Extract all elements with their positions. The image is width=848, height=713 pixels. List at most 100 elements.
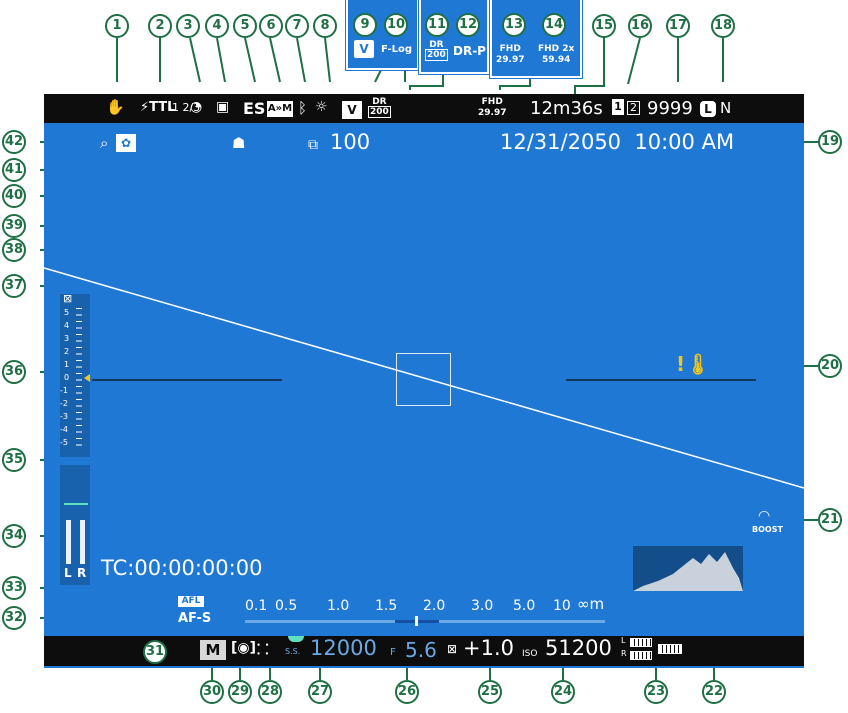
battery-grip-l-icon [630, 638, 652, 647]
exposure-ticks [76, 308, 82, 448]
callout-marker: 10 [384, 13, 408, 37]
frame-counter: 100 [330, 130, 371, 154]
focus-frame[interactable] [396, 353, 451, 406]
callout-marker: 16 [628, 14, 652, 38]
callout-marker: 14 [542, 13, 566, 37]
callout-marker: 29 [228, 680, 252, 704]
histogram-graph [633, 552, 743, 591]
callout-marker: 13 [502, 13, 526, 37]
iso-value[interactable]: 51200 [545, 636, 612, 660]
white-balance-icon: ⸬ [257, 642, 269, 658]
callout-marker: 6 [259, 14, 283, 38]
callout-marker: 32 [2, 606, 26, 630]
exposure-tick-label: -1 [60, 386, 68, 395]
callout-marker: 33 [2, 576, 26, 600]
remaining-time: 12m36s [530, 98, 603, 119]
metering-icon: [◉] [231, 640, 257, 656]
exposure-tick-label: 1 [64, 360, 70, 369]
af-c-custom-icon: ✿ [116, 134, 136, 152]
callout-marker: 42 [2, 130, 26, 154]
image-size-icon: L [700, 101, 716, 117]
callout-marker: 9 [353, 13, 377, 37]
callout-marker: 28 [258, 680, 282, 704]
callout-marker: 8 [313, 14, 337, 38]
audio-left-label: L [64, 566, 72, 580]
histogram [633, 546, 743, 591]
film-sim-v-icon: V [354, 40, 374, 58]
battery-r-label: R [621, 649, 627, 658]
shutter-speed[interactable]: 12000 [310, 636, 377, 660]
auto-manual-icon: A»M [267, 101, 293, 117]
callout-marker: 40 [2, 184, 26, 208]
callout-marker: 21 [818, 508, 842, 532]
callout-marker: 34 [2, 524, 26, 548]
aperture-f-label: F [390, 647, 396, 658]
callout-marker: 4 [205, 14, 229, 38]
afl-icon: AFL [178, 596, 204, 607]
shooting-mode: M [200, 640, 226, 660]
callout-marker: 41 [2, 158, 26, 182]
date-time: 12/31/2050 10:00 AM [500, 130, 735, 154]
distance-label: 10 [553, 598, 571, 614]
ss-label: S.S. [285, 647, 301, 656]
timecode: TC:00:00:00:00 [101, 556, 263, 580]
frame-counter-icon: ⧉ [308, 137, 318, 153]
focus-zoom-icon: ⌕ [100, 134, 109, 152]
remaining-shots: 9999 [647, 98, 693, 119]
exposure-tick-label: 4 [64, 321, 70, 330]
callout-marker: 12 [456, 13, 480, 37]
callout-marker: 37 [2, 274, 26, 298]
distance-label: 1.5 [375, 598, 398, 614]
callout-marker: 23 [644, 680, 668, 704]
distance-label: 0.1 [245, 598, 268, 614]
boost-icon: ◠ [758, 508, 771, 524]
is-mode-icon: ✋ [106, 98, 125, 116]
exposure-tick-label: 0 [64, 373, 70, 382]
callout-marker: 24 [551, 680, 575, 704]
callout-marker: 19 [818, 130, 842, 154]
focus-mode: AF-S [178, 611, 212, 626]
audio-level-right-bar [80, 520, 85, 564]
callout-marker: 22 [702, 680, 726, 704]
face-detection-icon: ☗ [232, 134, 246, 152]
callout-marker: 35 [2, 448, 26, 472]
bluetooth-icon: ᛒ [298, 99, 308, 117]
callout-marker: 15 [592, 14, 616, 38]
exposure-comp-icon: ⊠ [447, 642, 458, 656]
exposure-scale: 5 4 3 2 1 0 -1 -2 -3 -4 -5 [60, 308, 90, 456]
distance-scale: 0.1 0.5 1.0 1.5 2.0 3.0 5.0 10 ∞m [245, 595, 617, 634]
film-sim-icon: V [342, 101, 362, 119]
distance-label: 0.5 [275, 598, 298, 614]
image-quality: N [720, 99, 732, 117]
audio-peak-line [64, 503, 88, 505]
exposure-tick-label: -4 [60, 425, 68, 434]
flash-mode-icon: ⚡TTL [140, 100, 176, 115]
flash-comp: -1 2/3 [168, 101, 201, 114]
aperture[interactable]: 5.6 [405, 638, 437, 662]
temperature-icon: ☼ [315, 99, 328, 115]
callout-marker: 5 [233, 14, 257, 38]
card-slot-2-icon: 2 [627, 101, 640, 115]
exposure-tick-label: 3 [64, 334, 70, 343]
exposure-tick-label: -2 [60, 399, 68, 408]
distance-label: 1.0 [327, 598, 350, 614]
callout-marker: 25 [478, 680, 502, 704]
f-log-icon: F-Log [381, 44, 413, 55]
exposure-tick-label: -3 [60, 412, 68, 421]
card-slot-1-icon: 1 [612, 99, 624, 115]
distance-label: 5.0 [513, 598, 536, 614]
callout-marker: 39 [2, 214, 26, 238]
film-sim-callout-panel: V F-Log [346, 0, 419, 70]
audio-level-left-bar [66, 520, 71, 564]
callout-marker: 38 [2, 238, 26, 262]
dr-p-icon: DR-P [453, 44, 486, 58]
shutter-type: ES [243, 99, 266, 118]
callout-marker: 31 [143, 640, 167, 664]
battery-l-label: L [621, 636, 626, 645]
exposure-comp[interactable]: +1.0 [463, 636, 514, 660]
